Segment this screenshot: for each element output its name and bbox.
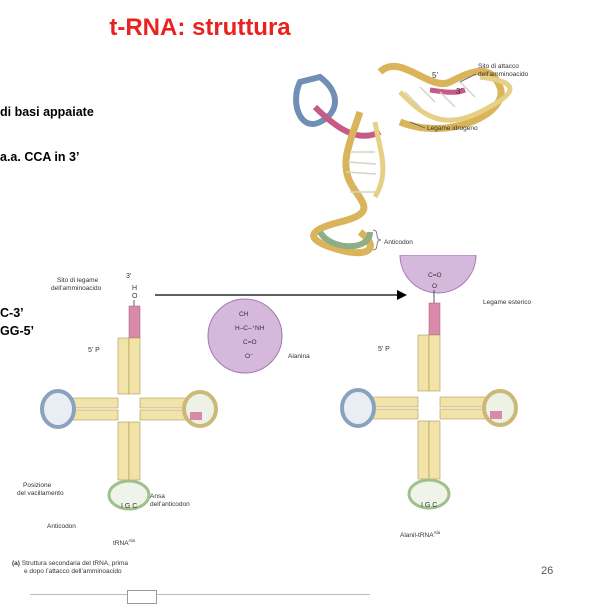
bullet-text-1: di basi appaiate: [0, 105, 94, 119]
caption-line-2: e dopo l’attacco dell’amminoacido: [24, 568, 122, 575]
svg-text:I G C: I G C: [421, 502, 437, 509]
three-prime-label: 3’: [456, 87, 462, 96]
anticodon-arm-ribbon: [310, 110, 374, 257]
acceptor-end-ribbon: [429, 87, 466, 95]
wobble-label-1: Posizione: [23, 482, 52, 489]
svg-text:I G C: I G C: [121, 503, 137, 510]
anticodon-loop-label-2: dell’anticodon: [150, 501, 190, 508]
anticodon-label: Anticodon: [384, 239, 413, 246]
hbond-label: Legame idrogeno: [427, 125, 478, 132]
site-binding-label-1: Sito di legame: [57, 277, 99, 284]
five-prime-p-label: 5’ P: [88, 347, 100, 354]
alanine-label: Alanina: [288, 353, 310, 360]
ester-bond-label: Legame esterico: [483, 299, 532, 306]
bullet-text-3: C-3’: [0, 306, 24, 320]
site-label-2: dell’amminoacido: [478, 71, 529, 78]
bottom-separator: [30, 594, 370, 595]
page-number: 26: [541, 565, 554, 577]
trna-cloverleaf-after: C=O O 5’ P I G C: [340, 255, 518, 510]
svg-text:C=O: C=O: [243, 339, 257, 346]
anticodon-arm-ribbon-2: [372, 121, 386, 199]
trna-3d-diagram: 5’ 3’ Sito di attacco dell’amminoacido L…: [293, 62, 529, 257]
svg-text:O: O: [132, 293, 138, 300]
svg-text:O: O: [432, 283, 437, 290]
svg-text:C=O: C=O: [428, 272, 442, 279]
bullet-text-2: a.a. CCA in 3’: [0, 150, 80, 164]
alanyl-trna-label: Alanil-tRNAAla: [400, 530, 441, 540]
five-prime-label: 5’: [432, 71, 438, 80]
anticodon-loop-label-1: Ansa: [150, 493, 165, 500]
helix-ribbon-2: [398, 74, 513, 123]
trna-cloverleaf-before: 3’ H O 5’ P I G C: [40, 273, 218, 511]
alanine-molecule: CH H–C–⁺NH C=O O⁻ Alanina: [207, 298, 310, 374]
bullet-text-4: GG-5’: [0, 324, 35, 338]
svg-text:H: H: [132, 285, 137, 292]
site-binding-label-2: dell’amminoacido: [51, 285, 102, 292]
three-prime-label: 3’: [126, 273, 132, 280]
five-prime-p-label: 5’ P: [378, 346, 390, 353]
attachment-arrow: [155, 290, 407, 300]
anticodon-label: Anticodon: [47, 523, 76, 530]
svg-text:O⁻: O⁻: [245, 353, 254, 360]
svg-text:H–C–⁺NH: H–C–⁺NH: [235, 325, 265, 332]
d-loop-ribbon: [293, 73, 338, 127]
helix-ribbon-1: [377, 62, 505, 133]
wobble-label-2: del vacillamento: [17, 490, 64, 497]
anticodon-loop-ribbon: [317, 230, 373, 250]
caption-line-1: (a) Struttura secondaria del tRNA, prima: [12, 560, 128, 567]
trna-ala-label: tRNAAla: [113, 538, 136, 548]
svg-text:CH: CH: [239, 311, 249, 318]
site-label-1: Sito di attacco: [478, 63, 519, 70]
slide-title: t-RNA: struttura: [109, 14, 291, 41]
